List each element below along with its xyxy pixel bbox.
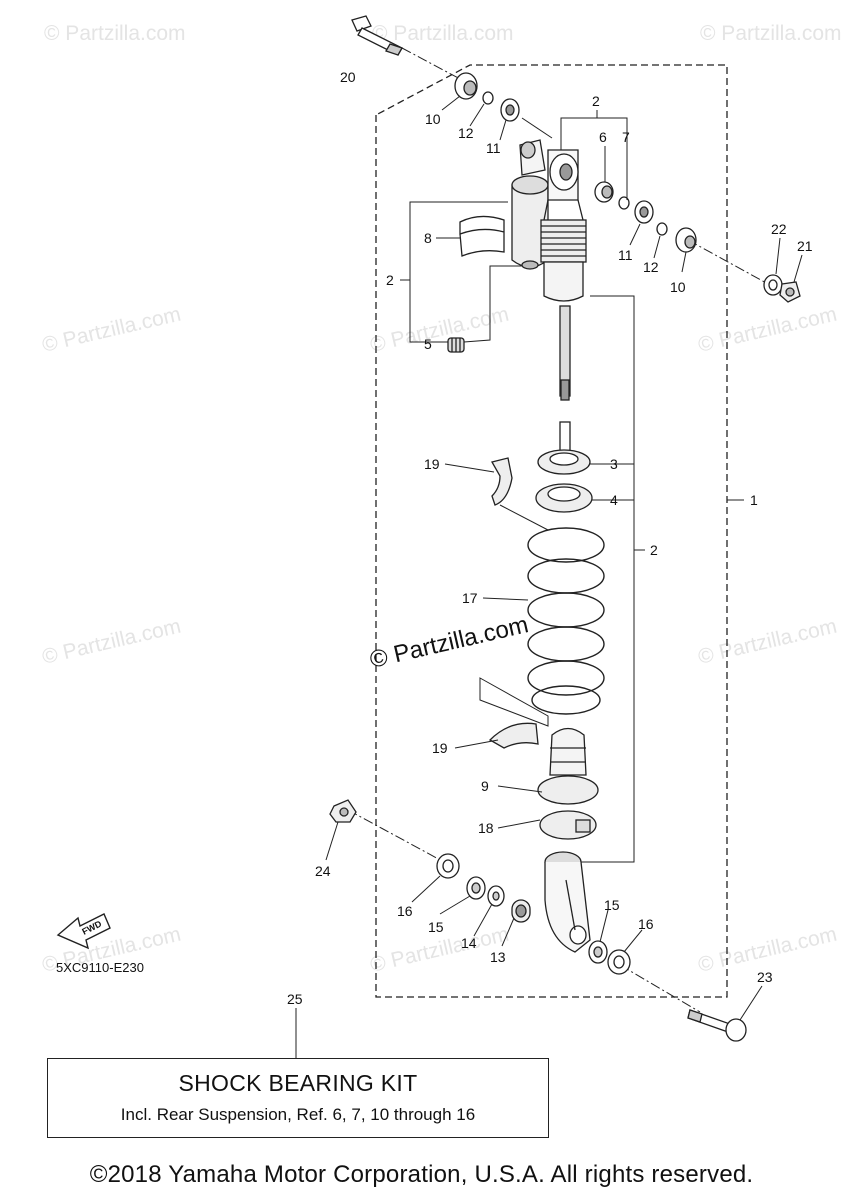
part-labels: 20 10 12 11 2 6 7 8 2 5 11 12 10 22 21 1… <box>287 69 813 1007</box>
label-19: 19 <box>424 456 440 472</box>
bearing-14 <box>487 885 505 907</box>
label-16: 16 <box>638 916 654 932</box>
fwd-arrow-icon: FWD <box>56 913 111 950</box>
label-11: 11 <box>618 247 633 263</box>
label-plate-part-8 <box>459 215 505 257</box>
label-25: 25 <box>287 991 303 1007</box>
kit-subtitle: Incl. Rear Suspension, Ref. 6, 7, 10 thr… <box>120 1105 476 1124</box>
shock-reservoir <box>511 139 549 270</box>
adjuster-part-5 <box>447 337 465 353</box>
centerlines <box>347 47 771 1013</box>
right-collar <box>675 227 697 253</box>
label-9: 9 <box>481 778 489 794</box>
upper-bolt <box>351 15 403 56</box>
label-22: 22 <box>771 221 787 237</box>
label-14: 14 <box>461 935 477 951</box>
label-2: 2 <box>386 272 394 288</box>
label-10: 10 <box>670 279 686 295</box>
collar-15-right <box>588 940 608 964</box>
lock-nut-part-3 <box>537 449 591 475</box>
assembly-boundary <box>375 64 728 998</box>
label-24: 24 <box>315 863 331 879</box>
spring-guide-part-18 <box>539 810 597 840</box>
label-16: 16 <box>397 903 413 919</box>
watermark: © Partzilla.com <box>40 615 183 669</box>
nut-part-24 <box>329 799 357 823</box>
label-15: 15 <box>428 919 444 935</box>
label-7: 7 <box>622 129 630 145</box>
label-19: 19 <box>432 740 448 756</box>
washer-part-22 <box>763 274 783 296</box>
label-6: 6 <box>599 129 607 145</box>
spring-stopper-upper <box>491 457 513 506</box>
upper-oring <box>482 91 494 105</box>
lower-clevis <box>544 851 591 953</box>
label-2: 2 <box>650 542 658 558</box>
label-3: 3 <box>610 456 618 472</box>
lower-bolt <box>687 1009 747 1042</box>
bump-rubber <box>537 727 599 805</box>
watermark: © Partzilla.com <box>40 303 183 357</box>
center-watermark: © Partzilla.com <box>367 611 531 674</box>
label-4: 4 <box>610 492 618 508</box>
watermark-layer: © Partzilla.com © Partzilla.com © Partzi… <box>40 22 842 977</box>
label-23: 23 <box>757 969 773 985</box>
watermark: © Partzilla.com <box>44 22 186 45</box>
lower-collar-16-right <box>607 949 631 975</box>
label-1: 1 <box>750 492 758 508</box>
watermark: © Partzilla.com <box>700 22 842 45</box>
copyright-notice: ©2018 Yamaha Motor Corporation, U.S.A. A… <box>89 1161 754 1188</box>
label-8: 8 <box>424 230 432 246</box>
lower-collar-16 <box>436 853 460 879</box>
label-18: 18 <box>478 820 494 836</box>
label-10: 10 <box>425 111 441 127</box>
shock-damper-body <box>540 149 587 302</box>
lower-oring <box>656 222 668 236</box>
kit-title: SHOCK BEARING KIT <box>178 1070 418 1096</box>
drawing-code: 5XC9110-E230 <box>56 960 144 975</box>
label-5: 5 <box>424 336 432 352</box>
label-12: 12 <box>458 125 474 141</box>
collar-15 <box>466 876 486 900</box>
lower-right-bushing <box>634 200 654 224</box>
label-13: 13 <box>490 949 506 965</box>
watermark: © Partzilla.com <box>372 22 514 45</box>
leader-lines <box>295 95 803 1058</box>
spring-stopper-plane <box>479 677 549 727</box>
spacer-part-6 <box>594 181 614 203</box>
bushing-13 <box>511 899 531 923</box>
label-11: 11 <box>486 140 501 156</box>
label-20: 20 <box>340 69 356 85</box>
spring-stopper-lower <box>488 722 539 749</box>
adjust-nut-part-4 <box>535 483 593 513</box>
label-12: 12 <box>643 259 659 275</box>
piston-rod <box>559 305 571 468</box>
label-17: 17 <box>462 590 478 606</box>
watermark: © Partzilla.com <box>696 303 839 357</box>
coil-spring <box>527 527 605 715</box>
label-2: 2 <box>592 93 600 109</box>
nut-part-21 <box>779 281 801 303</box>
upper-bushing <box>500 98 520 122</box>
upper-collar <box>454 72 478 100</box>
label-21: 21 <box>797 238 813 254</box>
label-15: 15 <box>604 897 620 913</box>
watermark: © Partzilla.com <box>696 615 839 669</box>
kit-info-box: SHOCK BEARING KIT Incl. Rear Suspension,… <box>47 1058 549 1138</box>
